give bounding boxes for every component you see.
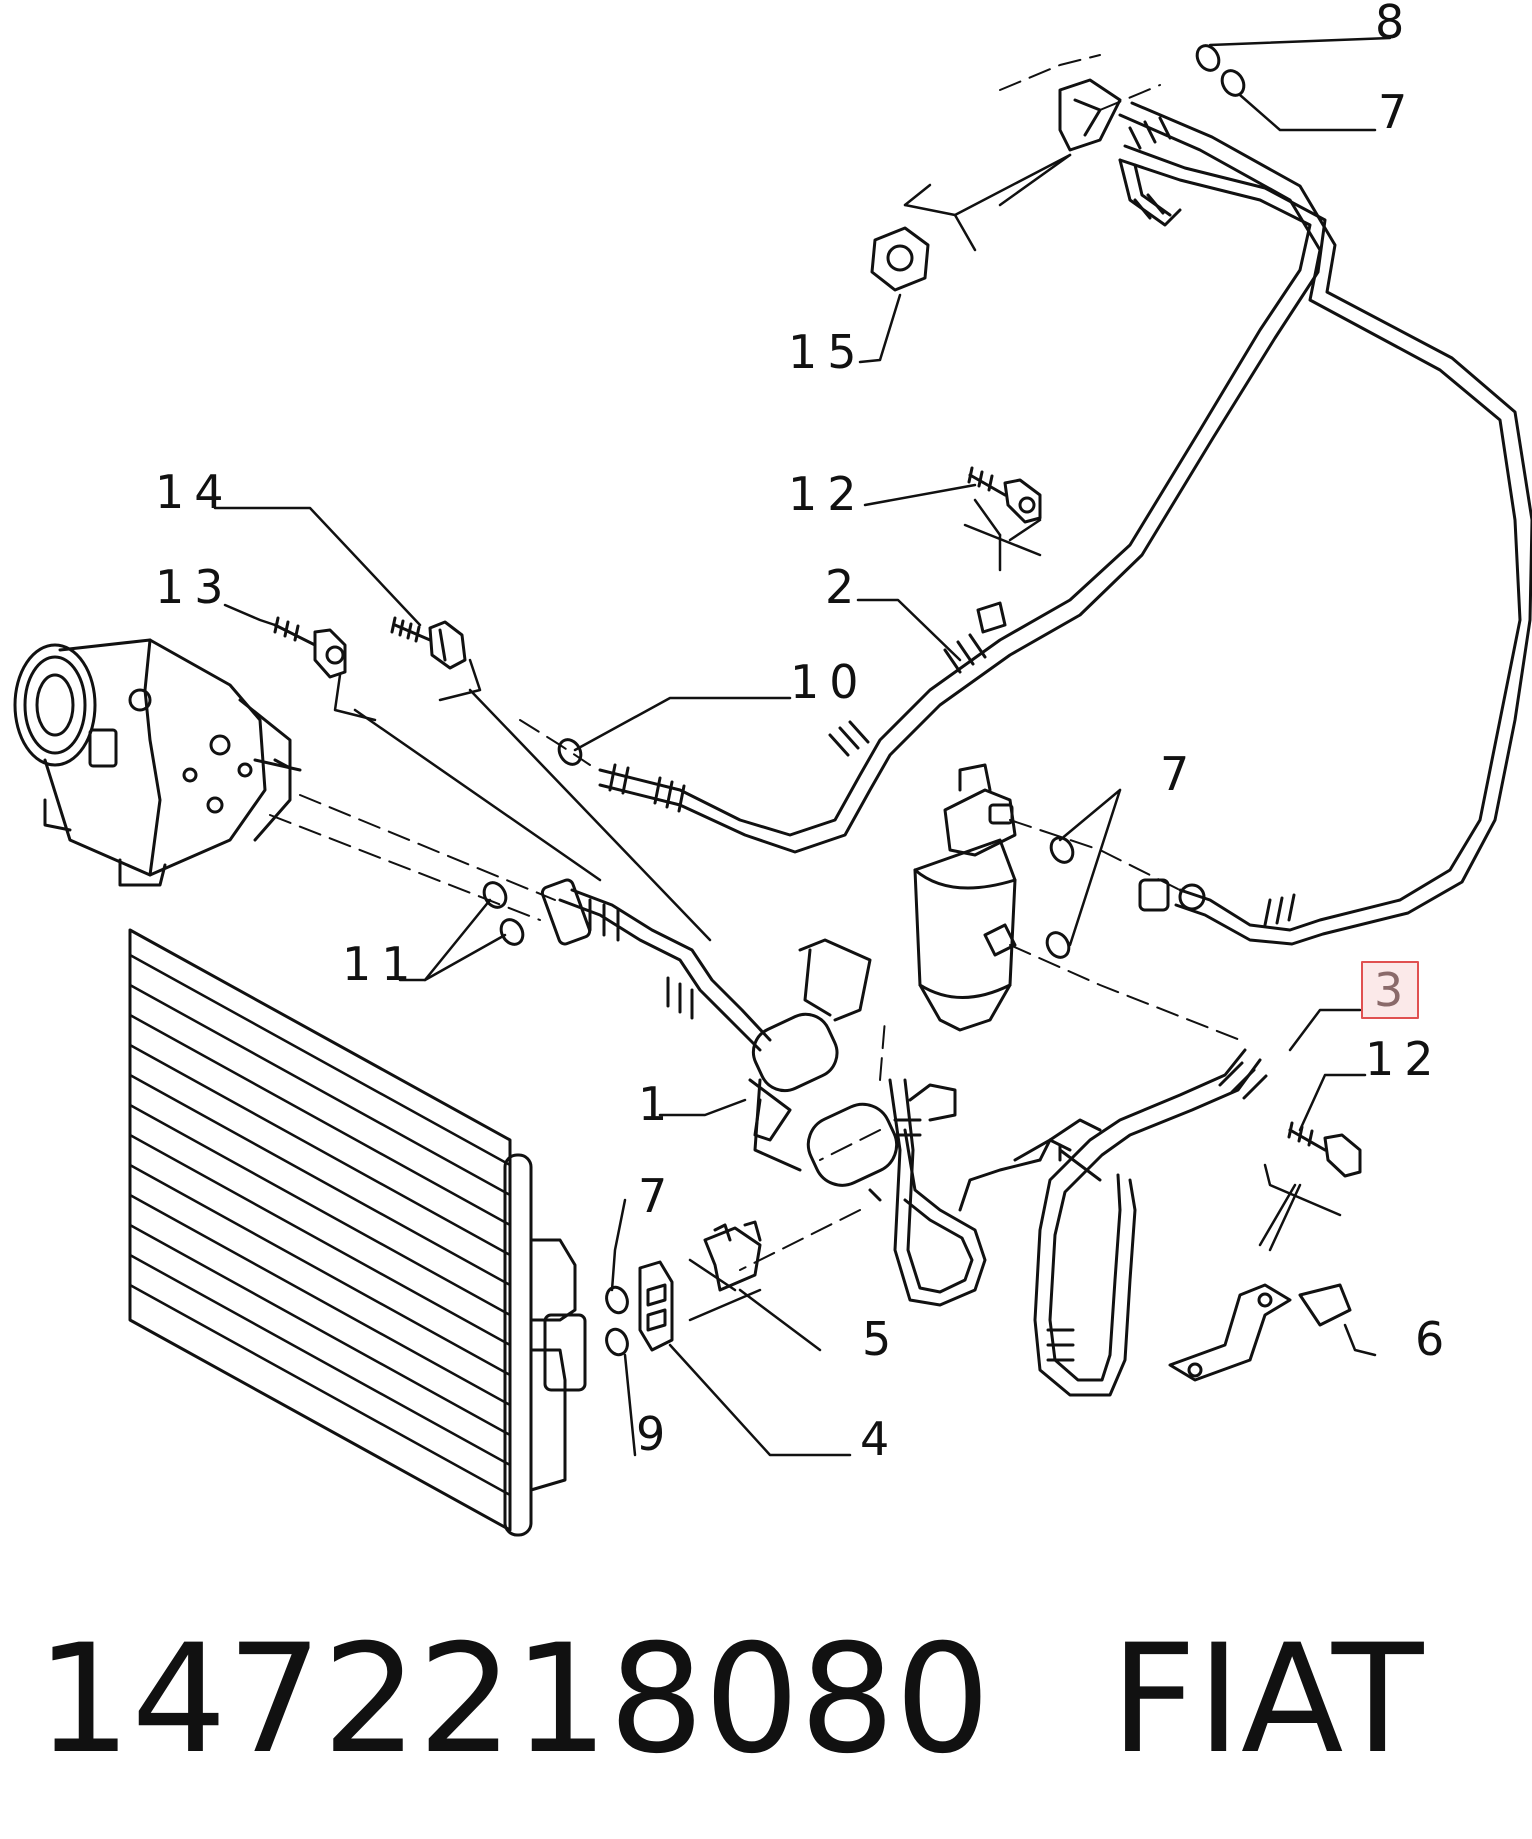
hose-1 — [540, 878, 899, 1202]
callout-3-highlight — [1361, 961, 1419, 1019]
receiver-dryer — [913, 763, 1017, 1032]
callout-2: 2 — [825, 560, 864, 614]
callout-12-bottom: 12 — [1365, 1032, 1444, 1086]
part-number: 1472218080 — [36, 1613, 991, 1787]
callout-7-mid: 7 — [1160, 747, 1199, 801]
callout-6: 6 — [1415, 1312, 1454, 1366]
bracket-5 — [703, 1220, 762, 1292]
hose-lower — [888, 1048, 1268, 1397]
hose-3 — [1118, 101, 1532, 946]
callout-leaders — [213, 36, 1392, 1457]
ac-system-exploded-diagram: 8 7 15 14 12 13 2 10 7 11 3 12 1 7 5 6 9… — [13, 0, 1532, 1537]
callout-4: 4 — [860, 1412, 899, 1466]
bracket-6 — [1168, 1283, 1352, 1382]
callout-10: 10 — [790, 655, 869, 709]
bolt-14 — [390, 616, 467, 670]
callout-7-top: 7 — [1378, 85, 1417, 139]
callout-11: 11 — [342, 937, 421, 991]
brand-name: FIAT — [1110, 1613, 1424, 1787]
nut-15 — [870, 226, 930, 292]
callout-5: 5 — [862, 1312, 901, 1366]
hose-2 — [598, 78, 1327, 854]
bracket-top-clip — [976, 601, 1007, 634]
callout-9: 9 — [636, 1407, 675, 1461]
o-rings — [482, 44, 1246, 1357]
callout-12-top: 12 — [788, 467, 867, 521]
footer: 1472218080 FIAT — [36, 1590, 1423, 1810]
callout-15: 15 — [788, 325, 867, 379]
callout-1: 1 — [638, 1077, 677, 1131]
bolt-12-bottom — [1287, 1121, 1362, 1178]
compressor — [13, 638, 302, 887]
callout-7-bottom: 7 — [638, 1169, 677, 1223]
callout-8: 8 — [1375, 0, 1414, 49]
bolt-13 — [273, 616, 347, 679]
callout-labels: 8 7 15 14 12 13 2 10 7 11 3 12 1 7 5 6 9… — [155, 0, 1454, 1466]
bracket-4 — [638, 1260, 674, 1352]
callout-3: 3 — [1374, 963, 1403, 1017]
callout-13: 13 — [155, 560, 234, 614]
condenser — [128, 928, 587, 1537]
callout-14: 14 — [155, 465, 234, 519]
bolt-12-top — [967, 466, 1042, 524]
compressor-axis-line — [269, 794, 556, 921]
